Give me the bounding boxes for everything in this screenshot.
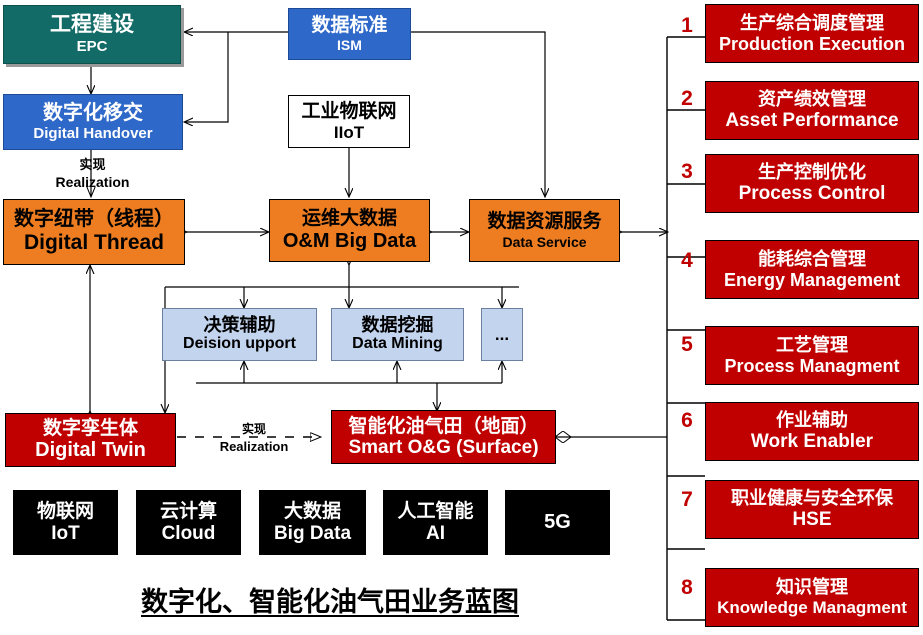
tech-chip-2[interactable]: 大数据 Big Data (259, 490, 366, 555)
right-item-4-number: 5 (681, 333, 693, 356)
box-ism[interactable]: 数据标准 ISM (288, 8, 411, 60)
tech-chip-0-cn: 物联网 (36, 500, 94, 522)
tech-chip-2-cn: 大数据 (283, 500, 341, 522)
box-decision-support[interactable]: 决策辅助 Deision upport (162, 308, 317, 361)
tech-chip-1[interactable]: 云计算 Cloud (136, 490, 241, 555)
right-item-7[interactable]: 知识管理 Knowledge Managment (705, 568, 919, 627)
box-data-service-en: Data Service (502, 233, 587, 250)
box-smart-og-en: Smart O&G (Surface) (348, 436, 539, 458)
box-digital-twin-cn: 数字孪生体 (42, 418, 138, 440)
label-realization-handover-cn: 实现 (79, 157, 106, 172)
right-item-1-cn: 资产绩效管理 (758, 89, 866, 110)
box-om-big-data[interactable]: 运维大数据 O&M Big Data (269, 199, 430, 262)
right-item-5-cn: 作业辅助 (776, 410, 848, 431)
box-smart-og-cn: 智能化油气田（地面） (348, 415, 539, 437)
right-item-3-number: 4 (681, 249, 693, 272)
box-more[interactable]: ... (481, 308, 523, 361)
right-item-4[interactable]: 工艺管理 Process Managment (705, 326, 919, 385)
right-item-1[interactable]: 资产绩效管理 Asset Performance (705, 81, 919, 140)
tech-chip-3-cn: 人工智能 (397, 500, 474, 522)
box-more-en: ... (494, 324, 510, 344)
box-decision-support-en: Deision upport (183, 335, 296, 353)
box-digital-thread-en: Digital Thread (23, 231, 165, 255)
box-digital-handover[interactable]: 数字化移交 Digital Handover (3, 94, 183, 150)
box-smart-og[interactable]: 智能化油气田（地面） Smart O&G (Surface) (331, 410, 556, 464)
right-item-1-en: Asset Performance (725, 109, 899, 131)
right-item-0[interactable]: 生产综合调度管理 Production Execution (705, 4, 919, 63)
label-realization-twin: 实现 Realization (198, 420, 310, 455)
right-item-4-en: Process Managment (724, 355, 900, 376)
box-ism-en: ISM (337, 36, 362, 53)
right-item-7-en: Knowledge Managment (717, 598, 907, 618)
right-item-3[interactable]: 能耗综合管理 Energy Management (705, 240, 919, 299)
right-item-7-cn: 知识管理 (776, 577, 848, 598)
box-iiot-en: IIoT (333, 122, 365, 142)
box-data-service[interactable]: 数据资源服务 Data Service (469, 199, 620, 262)
right-item-0-cn: 生产综合调度管理 (740, 12, 884, 33)
box-epc-cn: 工程建设 (50, 13, 134, 37)
tech-chip-3-en: AI (426, 522, 445, 544)
page-title: 数字化、智能化油气田业务蓝图 (141, 587, 519, 617)
label-realization-handover: 实现 Realization (30, 156, 155, 191)
label-realization-handover-en: Realization (55, 173, 130, 190)
label-realization-twin-cn: 实现 (241, 422, 266, 436)
right-item-0-number: 1 (681, 14, 693, 37)
right-item-6[interactable]: 职业健康与安全环保 HSE (705, 480, 919, 539)
right-item-3-cn: 能耗综合管理 (758, 248, 866, 269)
right-item-1-number: 2 (681, 87, 693, 110)
right-item-6-number: 7 (681, 488, 693, 511)
box-digital-twin[interactable]: 数字孪生体 Digital Twin (5, 413, 176, 467)
box-data-service-cn: 数据资源服务 (487, 210, 602, 232)
box-decision-support-cn: 决策辅助 (203, 315, 276, 336)
box-om-big-data-cn: 运维大数据 (301, 208, 397, 230)
tech-chip-1-en: Cloud (161, 522, 216, 544)
box-epc-en: EPC (76, 38, 108, 56)
right-item-4-cn: 工艺管理 (776, 334, 848, 355)
box-iiot-cn: 工业物联网 (301, 100, 397, 122)
right-item-6-en: HSE (792, 508, 832, 530)
right-item-2-en: Process Control (738, 182, 886, 204)
right-item-5-en: Work Enabler (750, 430, 874, 452)
right-item-2-number: 3 (681, 160, 693, 183)
box-digital-thread-cn: 数字纽带（线程） (14, 208, 174, 231)
box-digital-handover-cn: 数字化移交 (43, 101, 143, 124)
box-iiot[interactable]: 工业物联网 IIoT (288, 95, 410, 148)
tech-chip-0-en: IoT (51, 522, 80, 544)
box-digital-thread[interactable]: 数字纽带（线程） Digital Thread (3, 199, 185, 265)
tech-chip-0[interactable]: 物联网 IoT (13, 490, 118, 555)
label-realization-twin-en: Realization (219, 438, 289, 454)
box-epc[interactable]: 工程建设 EPC (3, 5, 181, 64)
right-item-2-cn: 生产控制优化 (758, 162, 866, 183)
right-item-3-en: Energy Management (723, 269, 901, 290)
right-item-6-cn: 职业健康与安全环保 (731, 488, 893, 509)
box-data-mining-en: Data Mining (352, 335, 443, 353)
box-data-mining-cn: 数据挖掘 (361, 315, 434, 336)
right-item-7-number: 8 (681, 576, 693, 599)
tech-chip-4-en: 5G (544, 511, 571, 533)
box-digital-handover-en: Digital Handover (33, 124, 153, 142)
right-item-5-number: 6 (681, 409, 693, 432)
tech-chip-3[interactable]: 人工智能 AI (383, 490, 488, 555)
tech-chip-1-cn: 云计算 (159, 500, 217, 522)
box-data-mining[interactable]: 数据挖掘 Data Mining (331, 308, 464, 361)
box-ism-cn: 数据标准 (311, 14, 388, 36)
box-om-big-data-en: O&M Big Data (282, 229, 417, 252)
tech-chip-2-en: Big Data (273, 522, 352, 544)
box-digital-twin-en: Digital Twin (35, 438, 146, 461)
right-item-2[interactable]: 生产控制优化 Process Control (705, 154, 919, 213)
tech-chip-4[interactable]: 5G (505, 490, 610, 555)
right-item-0-en: Production Execution (718, 33, 905, 54)
right-item-5[interactable]: 作业辅助 Work Enabler (705, 402, 919, 461)
